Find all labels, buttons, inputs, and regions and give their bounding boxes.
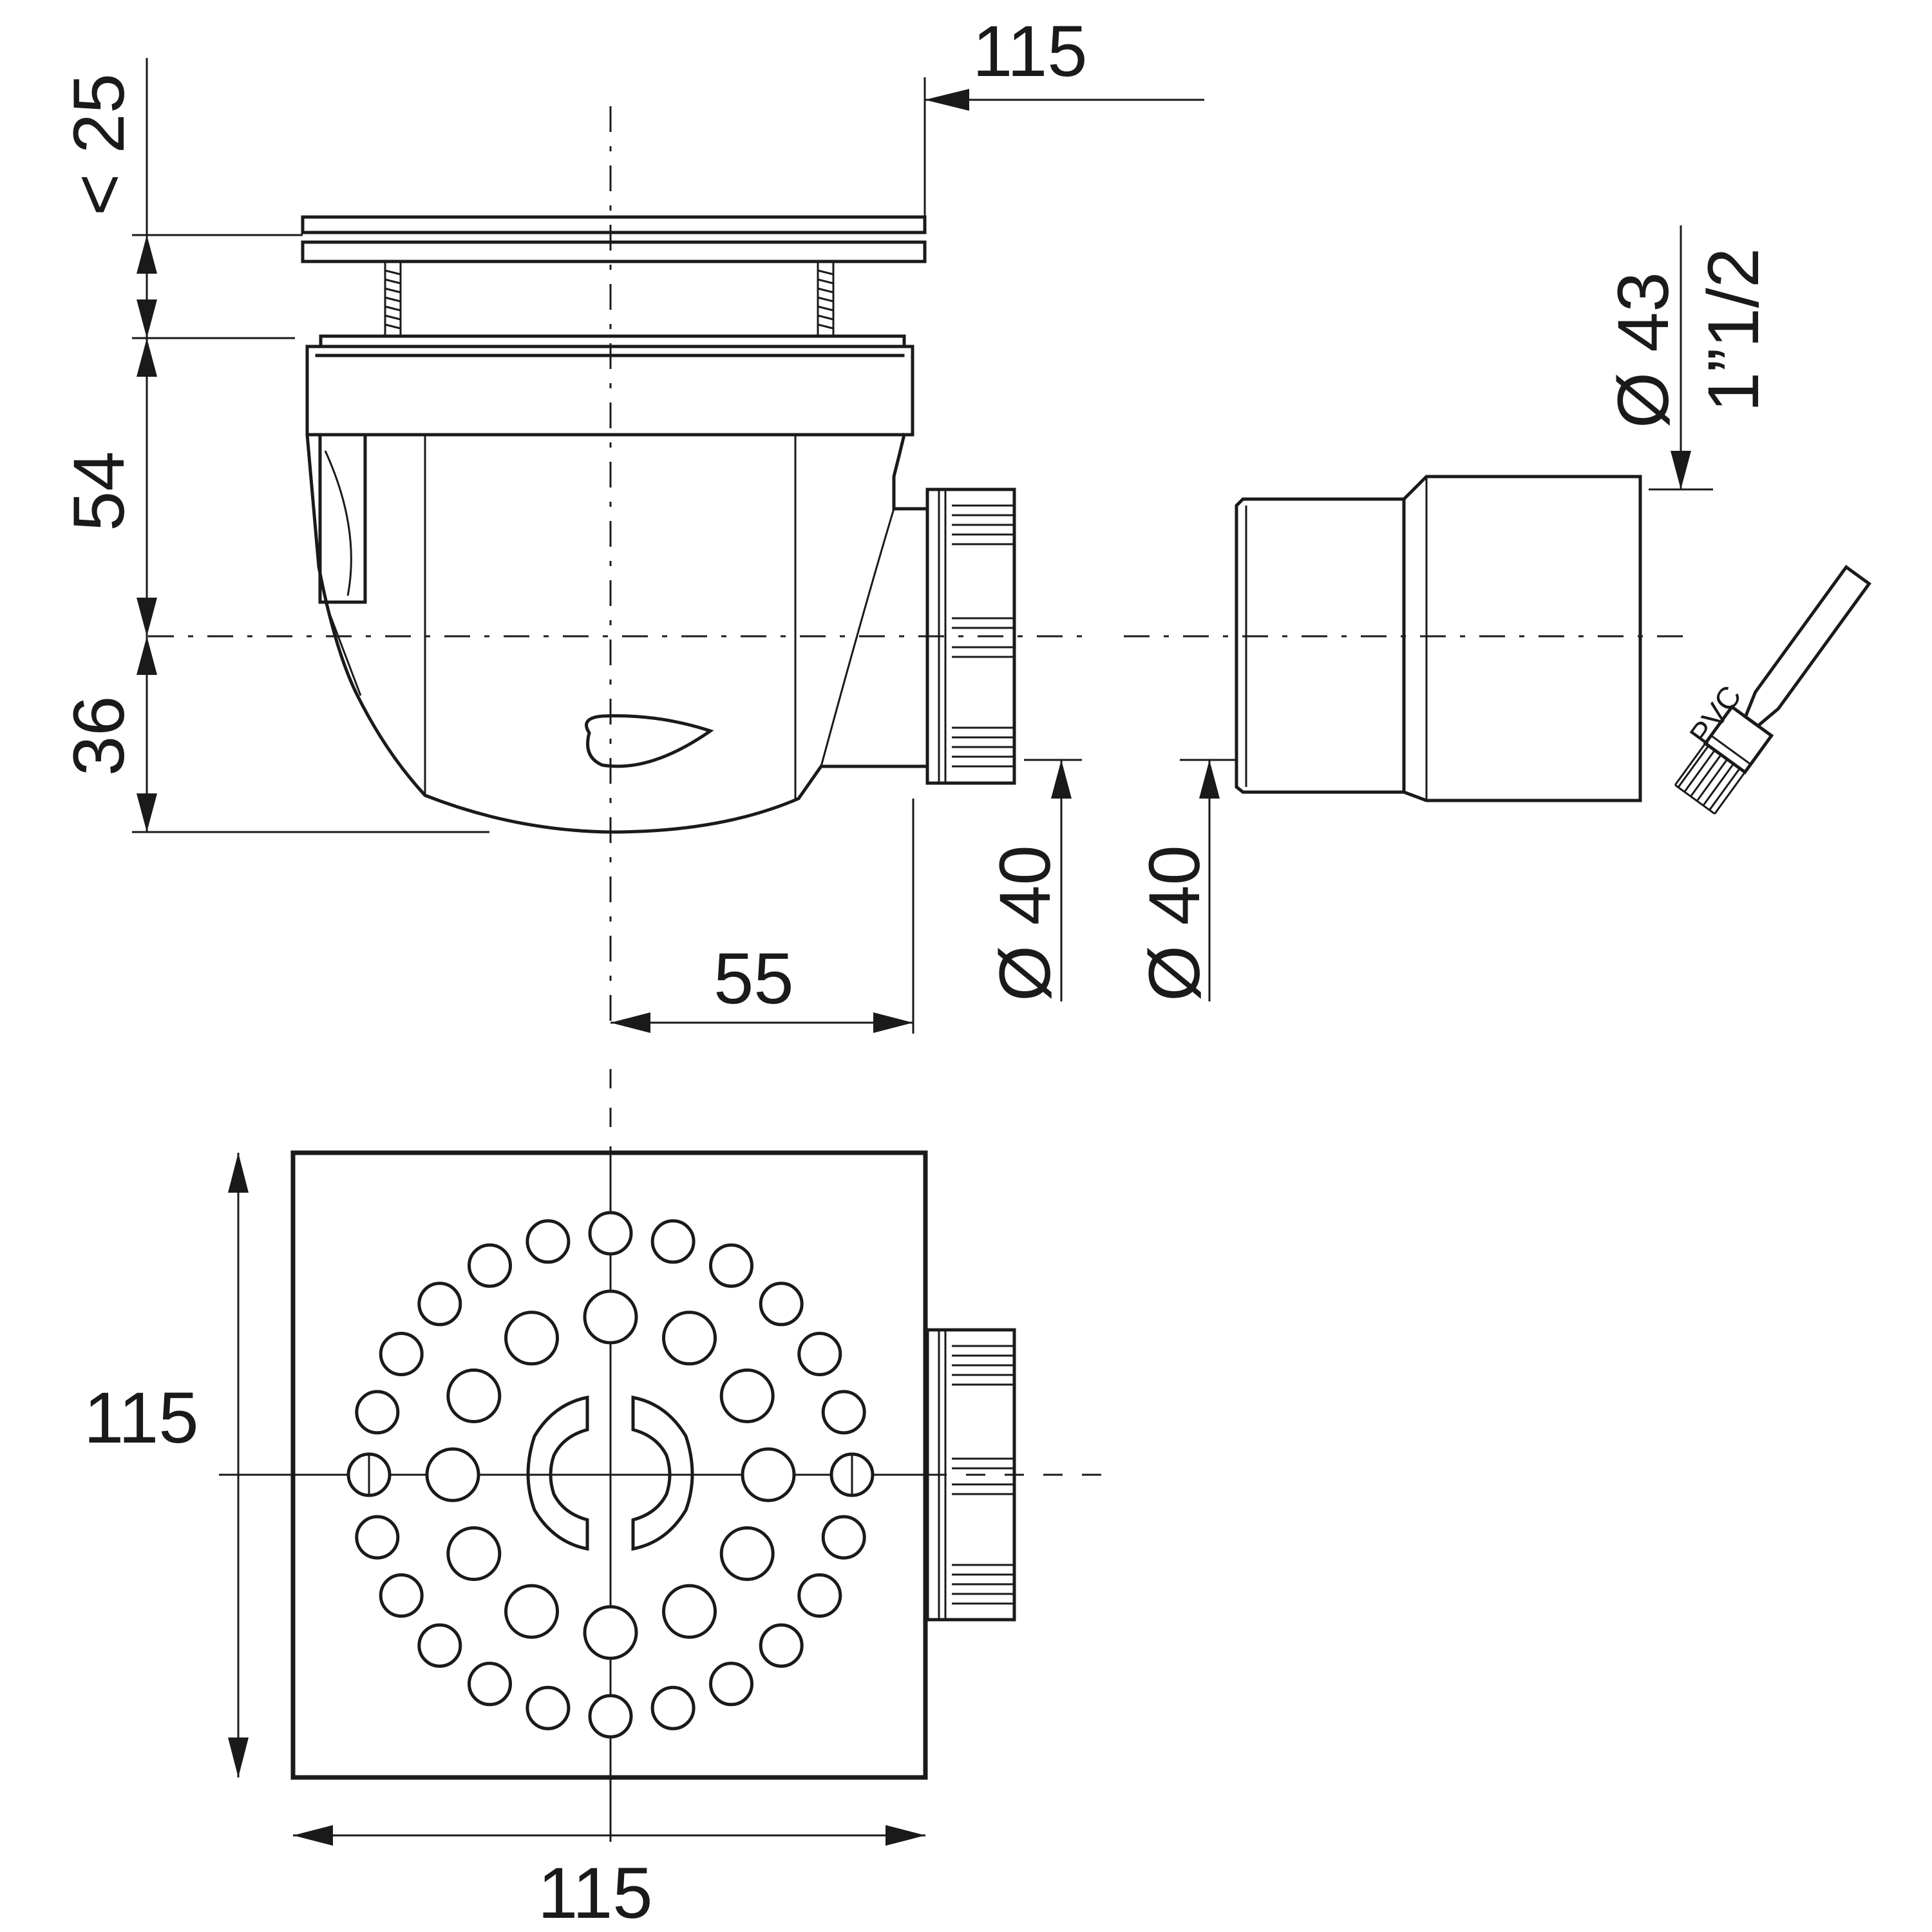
grate-hole (355, 1515, 400, 1560)
lower-height-label: 36 (59, 696, 139, 776)
pipe-adapter (1235, 475, 1642, 802)
grate-hole (526, 1219, 571, 1264)
grate-hole (468, 1243, 512, 1288)
grate-top-view (219, 1069, 1121, 1842)
grate-hole (797, 1573, 842, 1618)
adapter-inner-diameter-label: Ø 40 (1134, 845, 1215, 1001)
drain-opening (585, 714, 714, 768)
grate-holes (346, 1211, 875, 1739)
grate-hole (719, 1526, 775, 1581)
thread-size-label: 1”1/2 (1693, 248, 1774, 412)
glue-brush-icon (1674, 565, 1871, 815)
grate-hole (650, 1219, 696, 1264)
side-baffle (318, 433, 367, 604)
outlet-offset-label: 55 (714, 938, 794, 1019)
grate-hole (417, 1282, 462, 1327)
grate-hole (797, 1332, 842, 1376)
grate-hole (583, 1605, 638, 1660)
grate-hole (583, 1289, 638, 1345)
grate-hole (821, 1390, 866, 1435)
drain-side-view (148, 106, 1694, 1030)
outlet-nut-top (925, 1328, 1016, 1622)
dimension-lines (132, 58, 1713, 1034)
grate-hole (662, 1311, 717, 1366)
grate-hole (709, 1243, 753, 1288)
outlet-diameter-label: Ø 40 (985, 845, 1065, 1001)
body-height-label: 54 (59, 451, 139, 531)
outlet-nut (925, 488, 1016, 785)
glue-label: PVC (1683, 679, 1748, 751)
grate-hole (425, 1447, 480, 1502)
grate-hole (417, 1623, 462, 1668)
grate-plate-top (301, 215, 927, 234)
grate-hole (355, 1390, 400, 1435)
grate-hole (821, 1515, 866, 1560)
max-height-label: < 25 (59, 73, 139, 216)
top-width-label: 115 (972, 11, 1088, 91)
grate-hole (662, 1584, 717, 1639)
grate-dimensions (228, 1153, 925, 1846)
grate-hole (379, 1332, 424, 1376)
grate-hole (446, 1526, 502, 1581)
grate-hole (588, 1211, 633, 1256)
grate-hole (504, 1584, 559, 1639)
center-ring-left (526, 1395, 589, 1551)
grate-hole (526, 1685, 571, 1730)
center-ring-right (631, 1395, 694, 1551)
threaded-bolts (384, 260, 835, 337)
grate-hole (468, 1662, 512, 1707)
grate-plate (290, 1150, 928, 1780)
grate-hole (759, 1623, 804, 1668)
grate-hole (379, 1573, 424, 1618)
grate-hole (741, 1447, 796, 1502)
grate-hole (446, 1368, 502, 1423)
grate-plate-bottom (301, 240, 927, 263)
grate-hole (504, 1311, 559, 1366)
grate-hole (709, 1662, 753, 1707)
adapter-outer-diameter-label: Ø 43 (1603, 272, 1683, 428)
grate-hole (588, 1694, 633, 1739)
grate-hole (650, 1685, 696, 1730)
drain-body (305, 432, 929, 834)
grate-height-label: 115 (84, 1378, 199, 1458)
drain-flange (305, 345, 914, 437)
grate-hole (719, 1368, 775, 1423)
grate-hole (759, 1282, 804, 1327)
grate-width-label: 115 (538, 1853, 653, 1932)
